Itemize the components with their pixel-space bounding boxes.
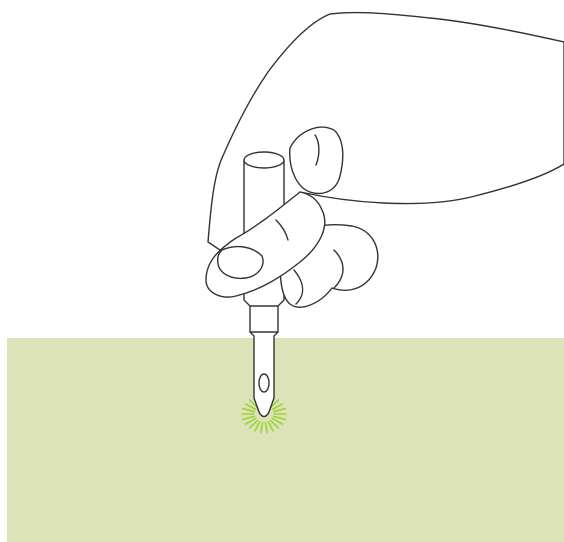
pen-window bbox=[259, 374, 269, 392]
green-surface bbox=[7, 338, 564, 542]
pen-top-cap bbox=[244, 152, 284, 168]
fingernail bbox=[218, 247, 263, 279]
